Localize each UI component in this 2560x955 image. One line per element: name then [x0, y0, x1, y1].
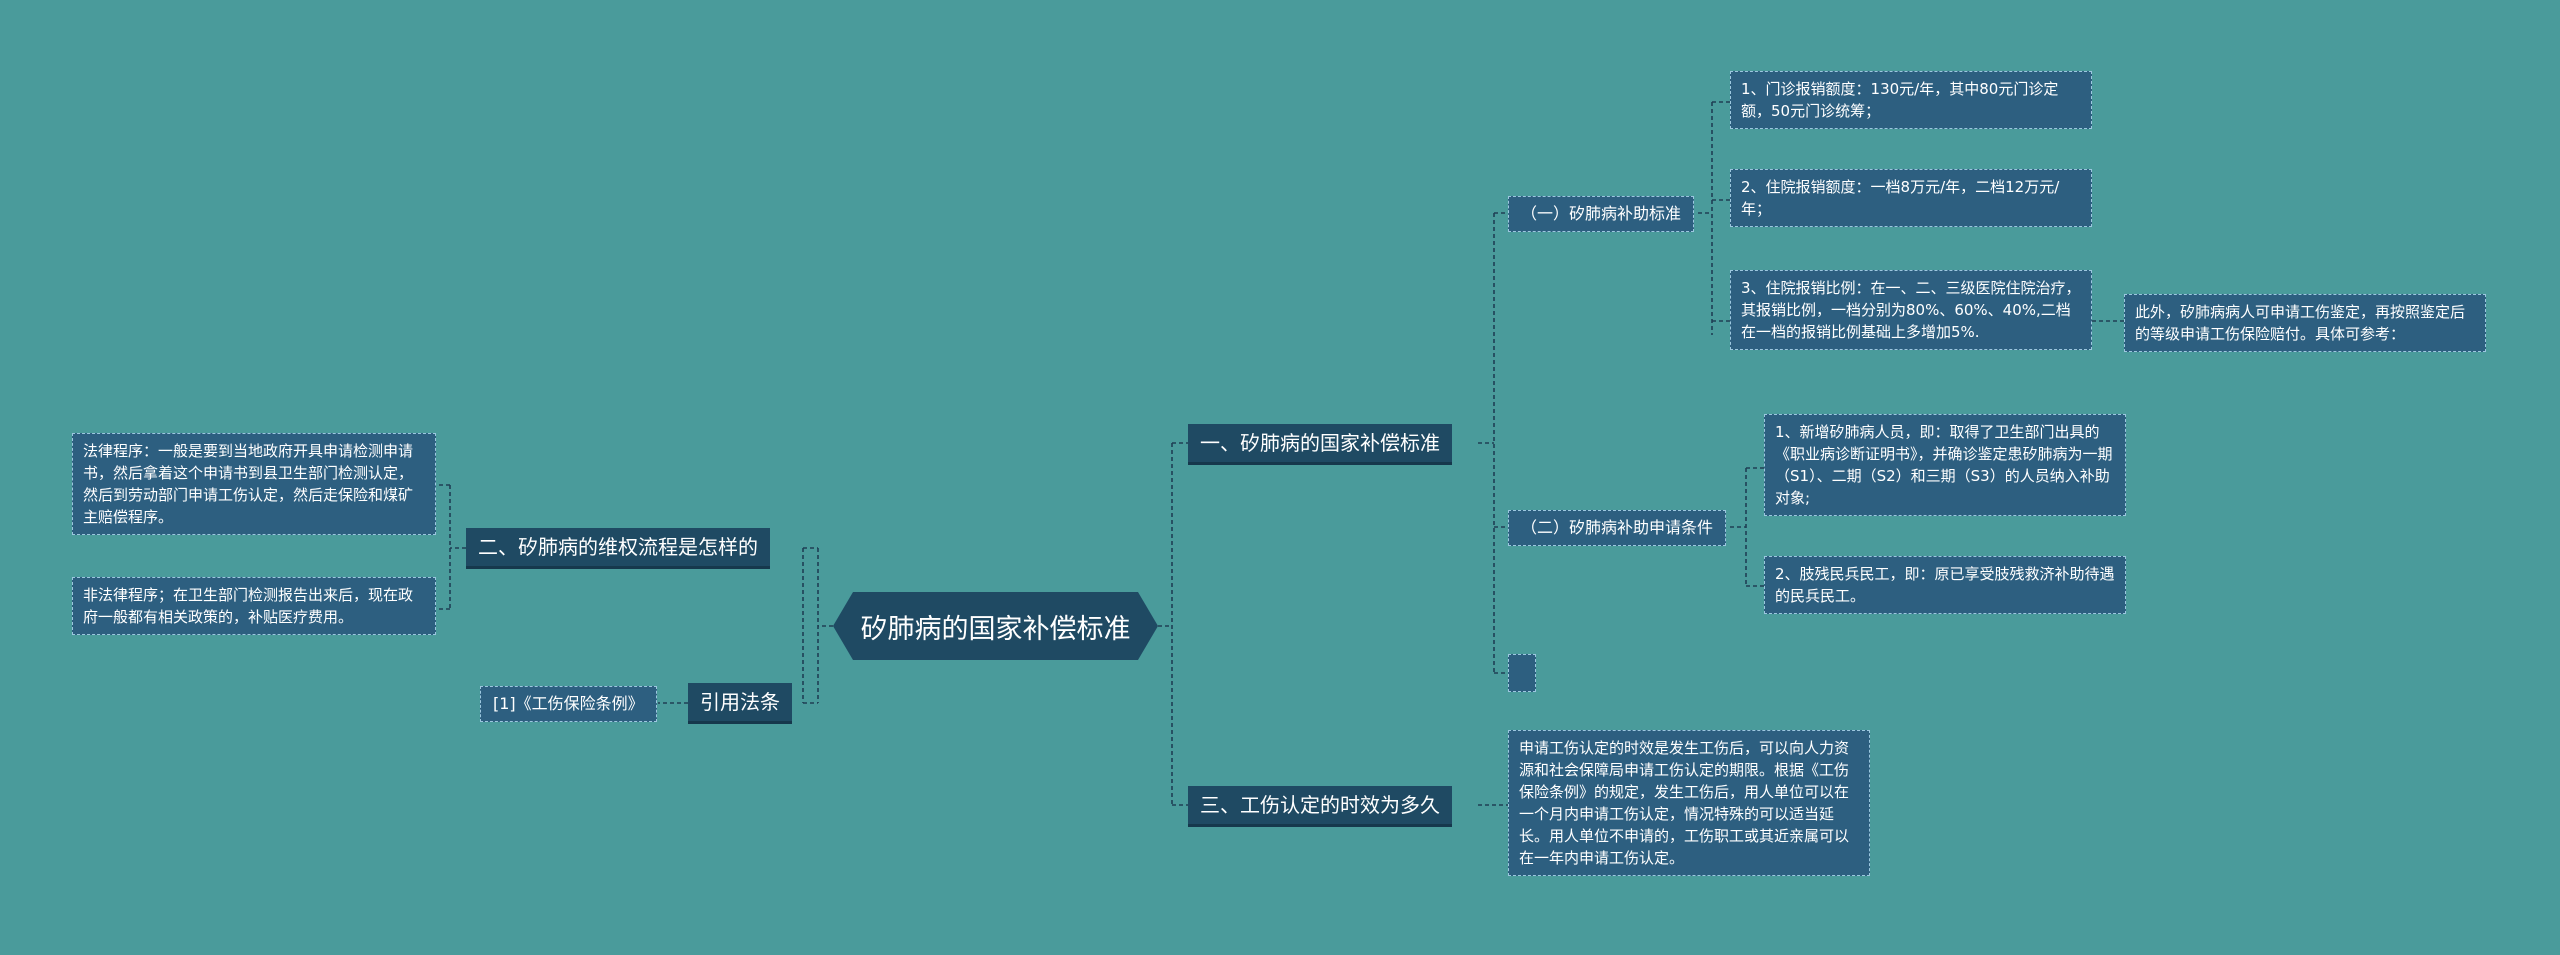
leaf-inpatient-limit[interactable]: 2、住院报销额度：一档8万元/年，二档12万元/年； — [1730, 169, 2092, 227]
leaf-injury-appraisal-note[interactable]: 此外，矽肺病病人可申请工伤鉴定，再按照鉴定后的等级申请工伤保险赔付。具体可参考： — [2124, 294, 2486, 352]
sub-label: （二）矽肺病补助申请条件 — [1521, 518, 1714, 537]
leaf-text: [1]《工伤保险条例》 — [493, 694, 644, 713]
branch-label: 一、矽肺病的国家补偿标准 — [1200, 431, 1440, 455]
leaf-text: 此外，矽肺病病人可申请工伤鉴定，再按照鉴定后的等级申请工伤保险赔付。具体可参考： — [2135, 303, 2466, 343]
branch-compensation-standard[interactable]: 一、矽肺病的国家补偿标准 — [1188, 424, 1452, 465]
leaf-inpatient-ratio[interactable]: 3、住院报销比例：在一、二、三级医院住院治疗，其报销比例，一档分别为80%、60… — [1730, 270, 2092, 350]
leaf-reference-law[interactable]: [1]《工伤保险条例》 — [480, 686, 657, 722]
branch-injury-time-limit[interactable]: 三、工伤认定的时效为多久 — [1188, 786, 1452, 827]
leaf-text: 2、住院报销额度：一档8万元/年，二档12万元/年； — [1741, 178, 2060, 218]
leaf-text: 申请工伤认定的时效是发生工伤后，可以向人力资源和社会保障局申请工伤认定的期限。根… — [1519, 739, 1850, 867]
empty-sub-node[interactable] — [1508, 654, 1536, 692]
branch-label: 二、矽肺病的维权流程是怎样的 — [478, 535, 758, 559]
leaf-text: 法律程序：一般是要到当地政府开具申请检测申请书，然后拿着这个申请书到县卫生部门检… — [83, 442, 414, 526]
leaf-text: 非法律程序；在卫生部门检测报告出来后，现在政府一般都有相关政策的，补贴医疗费用。 — [83, 586, 414, 626]
leaf-legal-procedure[interactable]: 法律程序：一般是要到当地政府开具申请检测申请书，然后拿着这个申请书到县卫生部门检… — [72, 433, 436, 535]
root-topic[interactable]: 矽肺病的国家补偿标准 — [833, 592, 1158, 660]
branch-label: 三、工伤认定的时效为多久 — [1200, 793, 1440, 817]
leaf-new-patients[interactable]: 1、新增矽肺病人员，即：取得了卫生部门出具的《职业病诊断证明书》，并确诊鉴定患矽… — [1764, 414, 2126, 516]
leaf-text: 1、新增矽肺病人员，即：取得了卫生部门出具的《职业病诊断证明书》，并确诊鉴定患矽… — [1775, 423, 2113, 507]
branch-label: 引用法条 — [700, 690, 780, 714]
leaf-outpatient-limit[interactable]: 1、门诊报销额度：130元/年，其中80元门诊定额，50元门诊统筹； — [1730, 71, 2092, 129]
branch-references[interactable]: 引用法条 — [688, 683, 792, 724]
leaf-text: 2、肢残民兵民工，即：原已享受肢残救济补助待遇的民兵民工。 — [1775, 565, 2115, 605]
leaf-disabled-militia[interactable]: 2、肢残民兵民工，即：原已享受肢残救济补助待遇的民兵民工。 — [1764, 556, 2126, 614]
root-topic-label: 矽肺病的国家补偿标准 — [860, 613, 1131, 645]
leaf-text: 3、住院报销比例：在一、二、三级医院住院治疗，其报销比例，一档分别为80%、60… — [1741, 279, 2081, 341]
branch-rights-process[interactable]: 二、矽肺病的维权流程是怎样的 — [466, 528, 770, 569]
leaf-time-limit-text[interactable]: 申请工伤认定的时效是发生工伤后，可以向人力资源和社会保障局申请工伤认定的期限。根… — [1508, 730, 1870, 876]
leaf-text: 1、门诊报销额度：130元/年，其中80元门诊定额，50元门诊统筹； — [1741, 80, 2059, 120]
sub-application-conditions[interactable]: （二）矽肺病补助申请条件 — [1508, 510, 1727, 546]
leaf-non-legal-procedure[interactable]: 非法律程序；在卫生部门检测报告出来后，现在政府一般都有相关政策的，补贴医疗费用。 — [72, 577, 436, 635]
sub-label: （一）矽肺病补助标准 — [1521, 204, 1682, 223]
sub-subsidy-standard[interactable]: （一）矽肺病补助标准 — [1508, 196, 1695, 232]
